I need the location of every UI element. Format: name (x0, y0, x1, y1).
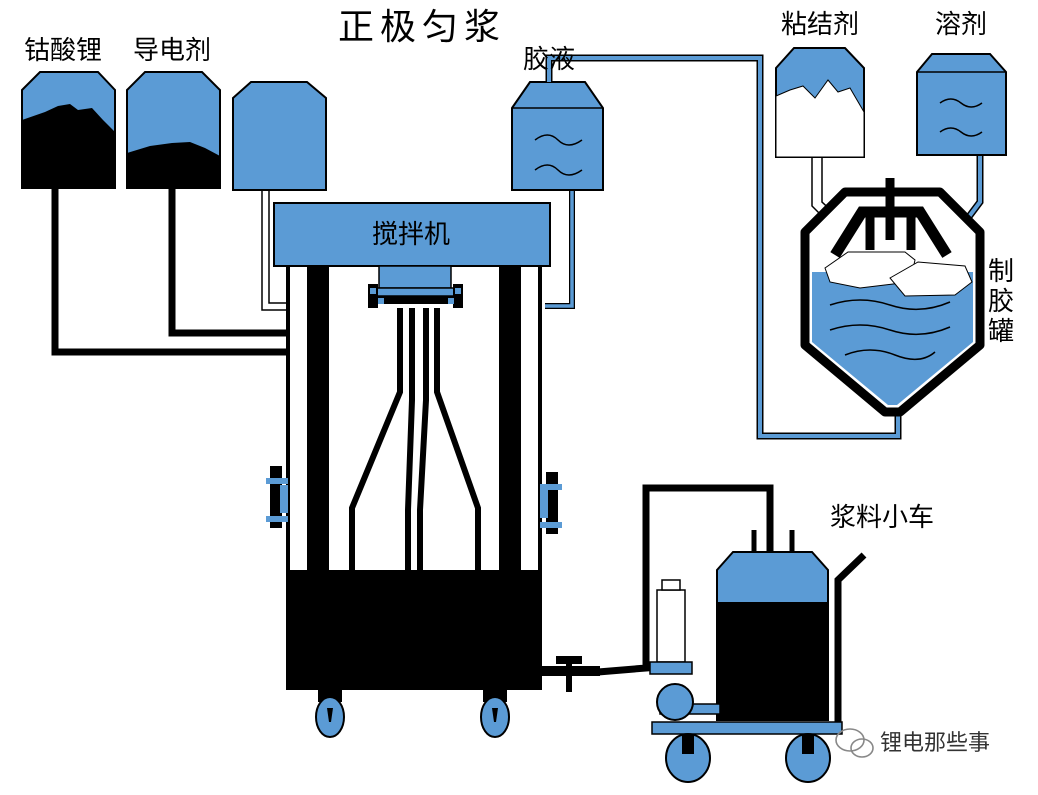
feed-lines (51, 185, 290, 356)
label-mixer: 搅拌机 (372, 220, 451, 250)
label-solvent: 溶剂 (935, 10, 988, 40)
label-glue: 胶液 (523, 45, 576, 75)
label-conductive: 导电剂 (133, 36, 212, 66)
mixer (266, 202, 562, 738)
slurry-cart (649, 530, 867, 783)
label-lco: 钴酸锂 (24, 36, 103, 66)
binder-hopper (775, 47, 865, 158)
mixer-wheels (315, 690, 510, 738)
glue-tank (800, 178, 985, 417)
wechat-icon (835, 728, 874, 758)
label-slurry-cart: 浆料小车 (830, 503, 935, 533)
lco-feed-line (51, 185, 290, 356)
diagram-title: 正极匀浆 (338, 7, 507, 48)
conductive-feed-line (168, 185, 290, 337)
empty-hopper (232, 81, 327, 191)
mixer-left-valve (266, 466, 288, 528)
mixer-right-valve (540, 472, 562, 534)
solvent-feed-line (962, 155, 984, 225)
watermark-text: 锂电那些事 (880, 731, 991, 756)
lco-hopper (21, 71, 116, 189)
solvent-hopper (916, 53, 1007, 156)
third-hopper-line (261, 190, 290, 311)
discharge-line (540, 484, 774, 692)
glue-container (511, 81, 604, 191)
label-glue-tank: 制胶罐 (987, 257, 1014, 347)
conductive-hopper (126, 71, 221, 189)
label-binder: 粘结剂 (781, 10, 860, 40)
